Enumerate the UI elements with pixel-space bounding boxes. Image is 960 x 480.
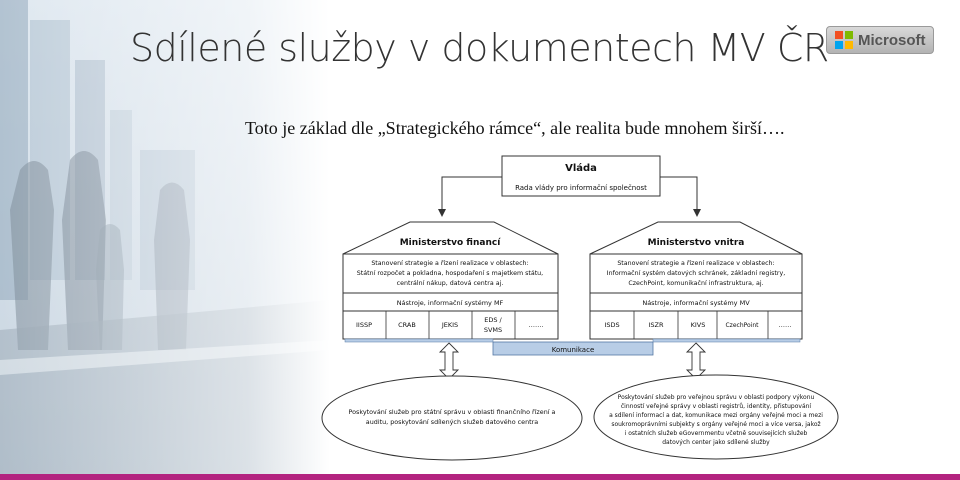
page-title: Sdílené služby v dokumentech MV ČR xyxy=(130,26,829,70)
mf-services-line-2: auditu, poskytování sdílených služeb dat… xyxy=(366,418,538,426)
mf-desc-line-1: Stanovení strategie a řízení realizace v… xyxy=(371,259,528,267)
government-subtitle: Rada vlády pro informační společnost xyxy=(515,184,647,192)
mv-services-line-4: soukromoprávními subjekty s orgány veřej… xyxy=(611,421,820,428)
mv-systems-box xyxy=(589,310,803,340)
mv-double-arrow-icon xyxy=(685,342,707,380)
mf-system-jekis: JEKIS xyxy=(441,321,458,329)
mf-desc-line-3: centrální nákup, datová centra aj. xyxy=(397,279,504,287)
mf-services-line-1: Poskytování služeb pro státní správu v o… xyxy=(349,408,556,416)
mv-title: Ministerstvo vnitra xyxy=(648,238,745,248)
mf-desc-line-2: Státní rozpočet a pokladna, hospodaření … xyxy=(357,269,543,277)
government-title: Vláda xyxy=(565,162,597,174)
mf-house: Ministerstvo financí Stanovení strategie… xyxy=(342,221,559,340)
windows-logo-icon xyxy=(835,31,853,49)
mv-system-kivs: KIVS xyxy=(691,321,706,329)
microsoft-logo: Microsoft xyxy=(826,26,934,54)
arrow-to-mv xyxy=(660,176,701,217)
mv-system-iszr: ISZR xyxy=(648,321,663,329)
logo-square-yellow xyxy=(845,41,853,49)
mf-systems-box xyxy=(342,310,559,340)
mf-services-ellipse xyxy=(321,375,583,461)
mv-services-line-2: činností veřejné správy v oblasti regist… xyxy=(621,403,812,410)
logo-square-blue xyxy=(835,41,843,49)
mf-title: Ministerstvo financí xyxy=(400,238,501,248)
mv-system-czechpoint: CzechPoint xyxy=(725,322,759,329)
logo-square-red xyxy=(835,31,843,39)
logo-square-green xyxy=(845,31,853,39)
communication-label: Komunikace xyxy=(552,346,595,354)
mv-services-line-1: Poskytování služeb pro veřejnou správu v… xyxy=(618,394,815,401)
mv-services-line-5: i ostatních služeb eGovernmentu včetně s… xyxy=(625,430,808,437)
communication-bar xyxy=(492,341,654,356)
mv-tools-label: Nástroje, informační systémy MV xyxy=(642,299,750,307)
mv-services-ellipse xyxy=(593,374,839,460)
logo-text: Microsoft xyxy=(858,31,926,49)
mv-house: Ministerstvo vnitra Stanovení strategie … xyxy=(589,221,803,340)
mv-services-line-3: a sdílení informací a dat, komunikace me… xyxy=(609,412,823,419)
background-photo xyxy=(0,0,330,475)
mv-services-line-6: datových center jako sdílené služby xyxy=(662,439,770,446)
accent-bar xyxy=(0,474,960,480)
subtitle: Toto je základ dle „Strategického rámce“… xyxy=(245,118,785,138)
mv-desc-line-2: Informační systém datových schránek, zák… xyxy=(607,269,785,277)
mf-system-crab: CRAB xyxy=(398,321,416,329)
mv-desc-line-3: CzechPoint, komunikační infrastruktura, … xyxy=(628,279,763,287)
mv-system-more: …… xyxy=(779,321,792,329)
mv-base-bar xyxy=(652,338,801,343)
mf-base-bar xyxy=(344,338,494,343)
mf-system-more: ……. xyxy=(528,321,543,329)
mf-system-iissp: IISSP xyxy=(356,321,372,329)
mf-description-box xyxy=(342,253,559,294)
mf-system-eds: EDS / xyxy=(484,316,502,324)
mf-double-arrow-icon xyxy=(438,342,460,380)
mf-tools-label: Nástroje, informační systémy MF xyxy=(397,299,504,307)
mf-system-svms: SVMS xyxy=(484,326,502,334)
mv-desc-line-1: Stanovení strategie a řízení realizace v… xyxy=(617,259,774,267)
arrow-to-mf xyxy=(438,176,502,217)
government-box xyxy=(501,155,661,197)
mv-description-box xyxy=(589,253,803,294)
mv-system-isds: ISDS xyxy=(604,321,619,329)
